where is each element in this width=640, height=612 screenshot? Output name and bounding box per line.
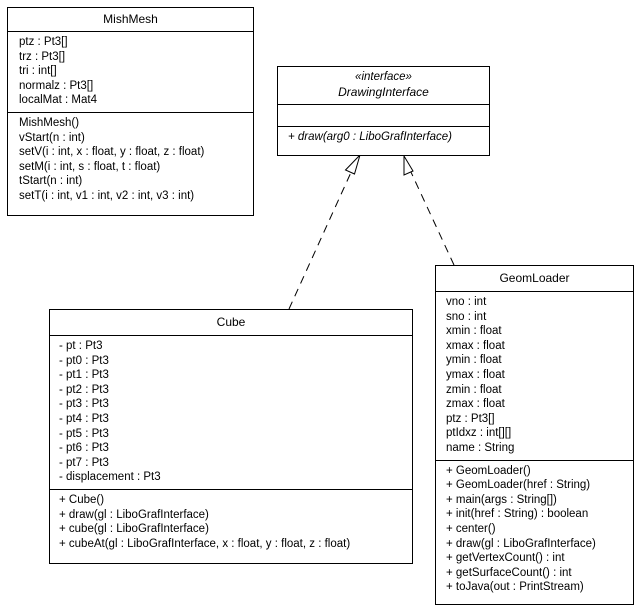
interface-drawinginterface[interactable]: «interface» DrawingInterface + draw(arg0…: [277, 66, 490, 156]
class-name: GeomLoader: [499, 271, 570, 285]
attribute: sno : int: [446, 310, 487, 323]
attribute: - pt0 : Pt3: [59, 354, 109, 367]
method: + init(href : String) : boolean: [446, 508, 589, 521]
attribute: - pt3 : Pt3: [59, 398, 109, 411]
attribute: name : String: [446, 441, 515, 454]
attribute: - pt2 : Pt3: [59, 383, 109, 396]
class-name: DrawingInterface: [338, 85, 429, 99]
attribute: vno : int: [446, 296, 487, 308]
class-header: GeomLoader: [436, 266, 633, 292]
method: + draw(gl : LiboGrafInterface): [446, 537, 596, 550]
method: setV(i : int, x : float, y : float, z : …: [19, 146, 205, 159]
attribute: - pt : Pt3: [59, 340, 103, 352]
methods-compartment: + GeomLoader() + GeomLoader(href : Strin…: [436, 461, 633, 599]
method: MishMesh(): [19, 116, 80, 129]
method: + main(args : String[]): [446, 493, 557, 506]
methods-compartment: + Cube() + draw(gl : LiboGrafInterface) …: [50, 490, 412, 555]
class-geomloader[interactable]: GeomLoader vno : int sno : int xmin : fl…: [435, 265, 634, 605]
attribute: - displacement : Pt3: [59, 471, 161, 484]
attribute: zmax : float: [446, 398, 505, 411]
method: + getSurfaceCount() : int: [446, 566, 572, 579]
class-mishmesh[interactable]: MishMesh ptz : Pt3[] trz : Pt3[] tri : i…: [7, 7, 254, 216]
method: tStart(n : int): [19, 175, 83, 188]
class-header: Cube: [50, 310, 412, 336]
method: setT(i : int, v1 : int, v2 : int, v3 : i…: [19, 189, 195, 202]
method: vStart(n : int): [19, 131, 85, 144]
methods-compartment: + draw(arg0 : LiboGrafInterface): [278, 127, 489, 149]
geomloader-realization-line: [409, 169, 455, 266]
class-name: Cube: [216, 315, 246, 329]
method: + GeomLoader(): [446, 464, 531, 477]
method: + cube(gl : LiboGrafInterface): [59, 523, 209, 536]
attribute: ptIdxz : int[][]: [446, 427, 512, 440]
attributes-compartment: vno : int sno : int xmin : float xmax : …: [436, 292, 633, 461]
class-name: MishMesh: [103, 12, 158, 26]
method: + getVertexCount() : int: [446, 552, 565, 565]
attribute: xmin : float: [446, 325, 502, 338]
geomloader-realization-arrowhead: [403, 154, 414, 176]
attribute: trz : Pt3[]: [19, 50, 66, 63]
attribute: - pt6 : Pt3: [59, 442, 109, 455]
attribute: xmax : float: [446, 339, 505, 352]
attribute: localMat : Mat4: [19, 94, 97, 107]
method: setM(i : int, s : float, t : float): [19, 160, 161, 173]
attribute: - pt7 : Pt3: [59, 456, 109, 469]
attribute: - pt1 : Pt3: [59, 369, 109, 382]
method: + toJava(out : PrintStream): [446, 581, 584, 594]
methods-compartment: MishMesh() vStart(n : int) setV(i : int,…: [8, 113, 253, 208]
method: + center(): [446, 522, 496, 535]
attribute: ptz : Pt3[]: [19, 36, 68, 48]
method: + GeomLoader(href : String): [446, 479, 591, 492]
cube-realization-arrowhead: [344, 154, 361, 175]
attributes-compartment: - pt : Pt3 - pt0 : Pt3 - pt1 : Pt3 - pt2…: [50, 336, 412, 490]
attribute: tri : int[]: [19, 65, 57, 78]
attribute: ymin : float: [446, 354, 502, 367]
method: + cubeAt(gl : LiboGrafInterface, x : flo…: [59, 537, 351, 550]
method: + draw(gl : LiboGrafInterface): [59, 508, 209, 521]
method: + draw(arg0 : LiboGrafInterface): [288, 131, 452, 143]
attribute: ptz : Pt3[]: [446, 412, 495, 425]
attributes-compartment: ptz : Pt3[] trz : Pt3[] tri : int[] norm…: [8, 32, 253, 113]
class-header: «interface» DrawingInterface: [278, 67, 489, 105]
stereotype-label: «interface»: [355, 71, 412, 83]
attribute: normalz : Pt3[]: [19, 79, 94, 92]
attribute: ymax : float: [446, 368, 505, 381]
class-header: MishMesh: [8, 8, 253, 32]
method: + Cube(): [59, 493, 105, 506]
class-cube[interactable]: Cube - pt : Pt3 - pt0 : Pt3 - pt1 : Pt3 …: [49, 309, 413, 564]
cube-realization-line: [288, 167, 354, 310]
attribute: - pt4 : Pt3: [59, 412, 109, 425]
attribute: zmin : float: [446, 383, 502, 396]
attributes-compartment: [278, 105, 489, 127]
attribute: - pt5 : Pt3: [59, 427, 109, 440]
